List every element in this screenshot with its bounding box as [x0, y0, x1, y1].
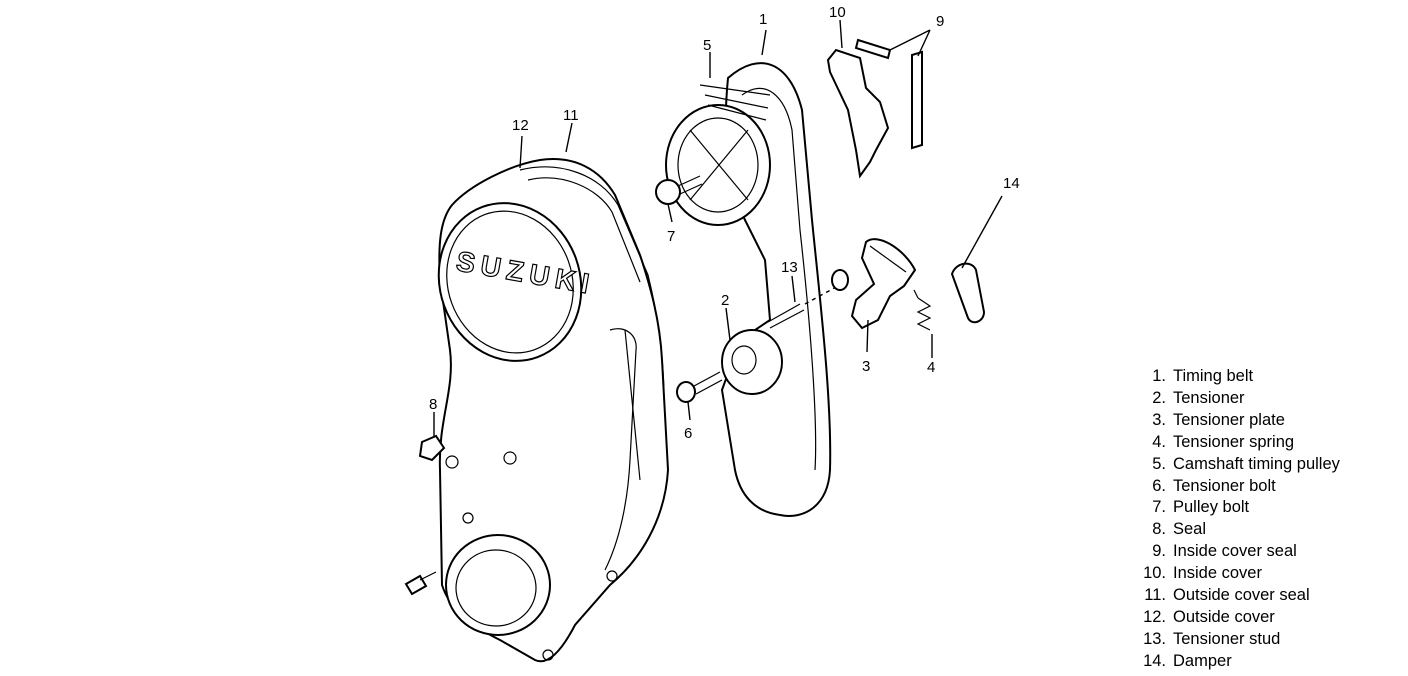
callout-1: 1 [759, 11, 767, 28]
legend-item: 1.Timing belt [1152, 367, 1254, 385]
callout-labels: 1 5 10 9 12 11 7 14 13 2 3 4 6 8 [429, 4, 1020, 442]
tensioner [721, 329, 783, 395]
callout-2: 2 [721, 292, 729, 309]
callout-3: 3 [862, 358, 870, 375]
legend-item: 3.Tensioner plate [1152, 410, 1285, 429]
tensioner-stud [767, 285, 839, 329]
leader-lines [433, 19, 1003, 436]
legend-item: 12.Outside cover [1143, 607, 1275, 626]
legend-item: 9.Inside cover seal [1152, 542, 1297, 561]
callout-14: 14 [1003, 175, 1020, 192]
callout-13: 13 [781, 259, 798, 276]
tensioner-plate [831, 238, 917, 330]
camshaft-timing-pulley [665, 84, 771, 226]
legend-item: 6.Tensioner bolt [1152, 476, 1276, 495]
inside-cover [826, 48, 890, 179]
seal-part [418, 434, 446, 462]
tensioner-spring [913, 289, 932, 331]
callout-7: 7 [667, 228, 675, 245]
inside-cover-seal [854, 38, 923, 150]
callout-6: 6 [684, 425, 692, 442]
tensioner-bolt [676, 371, 723, 403]
callout-4: 4 [927, 359, 935, 376]
outside-cover: SUZUKI [437, 158, 670, 663]
callout-11: 11 [563, 107, 579, 124]
legend-item: 13.Tensioner stud [1143, 629, 1281, 648]
callout-5: 5 [703, 37, 711, 54]
legend-item: 5.Camshaft timing pulley [1152, 454, 1340, 473]
legend-item: 7.Pulley bolt [1152, 498, 1250, 517]
legend-item: 10.Inside cover [1143, 564, 1262, 583]
cover-bolt [404, 571, 437, 596]
legend-item: 8.Seal [1152, 520, 1207, 539]
parts-legend: 1.Timing belt 2.Tensioner 3.Tensioner pl… [1132, 366, 1340, 673]
callout-12: 12 [512, 117, 529, 134]
legend-item: 11.Outside cover seal [1144, 586, 1310, 605]
legend-item: 4.Tensioner spring [1152, 432, 1295, 451]
callout-8: 8 [429, 396, 437, 413]
legend-item: 14.Damper [1143, 651, 1232, 670]
callout-9: 9 [936, 13, 944, 30]
legend-item: 2.Tensioner [1152, 388, 1245, 407]
damper [950, 262, 986, 324]
callout-10: 10 [829, 4, 846, 21]
